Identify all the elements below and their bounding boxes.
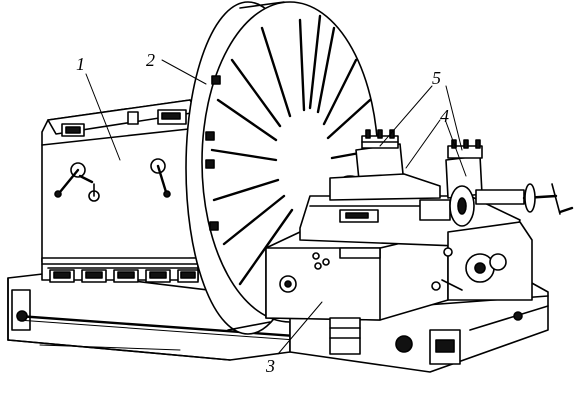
callout-5: 5 bbox=[432, 68, 441, 88]
leader-3 bbox=[277, 301, 323, 355]
callout-4: 4 bbox=[440, 106, 449, 126]
callouts: 1 2 3 4 5 bbox=[76, 50, 449, 376]
leader-4b bbox=[445, 121, 467, 177]
leader-5b bbox=[445, 85, 463, 151]
tool-post-left bbox=[329, 129, 441, 201]
leader-lines bbox=[85, 59, 467, 355]
callout-2: 2 bbox=[146, 50, 155, 70]
tool-post-right bbox=[445, 139, 574, 227]
headstock bbox=[41, 99, 199, 283]
carriage bbox=[265, 231, 449, 355]
callout-3: 3 bbox=[265, 356, 275, 376]
callout-1: 1 bbox=[76, 54, 85, 74]
leader-1 bbox=[85, 73, 121, 161]
leader-5a bbox=[379, 85, 433, 147]
leader-4a bbox=[405, 119, 441, 169]
leader-2 bbox=[161, 59, 207, 85]
